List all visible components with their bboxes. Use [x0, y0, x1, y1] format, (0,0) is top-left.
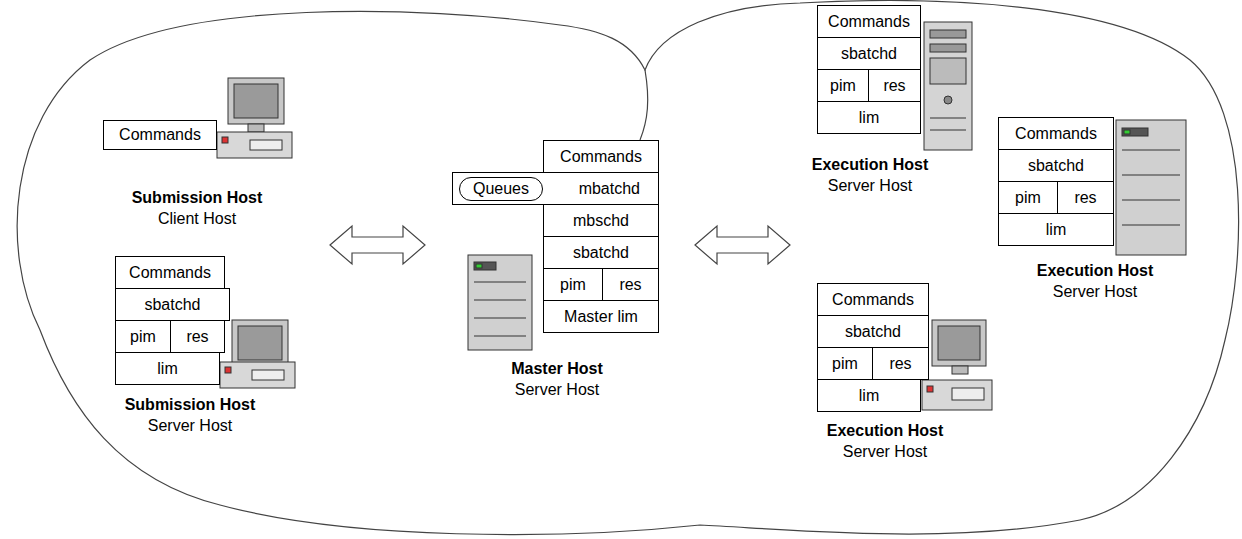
node-text: sbatchd	[845, 323, 901, 341]
host-role: Server Host	[148, 417, 232, 435]
host-name: Submission Host	[125, 396, 256, 414]
daemon-box: lim	[817, 379, 921, 412]
node-text: lim	[859, 387, 879, 405]
node-text: pim	[1015, 189, 1041, 207]
node-text: pim	[560, 276, 586, 294]
node-text: res	[889, 355, 911, 373]
host-name: Execution Host	[827, 422, 943, 440]
server-tower-icon	[1116, 120, 1186, 255]
daemon-box: pim	[998, 181, 1058, 214]
daemon-box: Commands	[103, 120, 217, 150]
node-text: res	[619, 276, 641, 294]
node-text: sbatchd	[573, 244, 629, 262]
node-text: sbatchd	[841, 45, 897, 63]
desktop-computer-icon	[220, 320, 295, 388]
daemon-box: Commands	[543, 140, 659, 173]
desktop-computer-icon	[217, 78, 292, 158]
daemon-box: sbatchd	[817, 37, 921, 70]
host-role: Server Host	[828, 177, 912, 195]
node-text: Commands	[560, 148, 642, 166]
cloud-outline	[17, 1, 1238, 535]
node-text: Commands	[119, 126, 201, 144]
node-text: sbatchd	[144, 296, 200, 314]
node-text: Master lim	[564, 308, 638, 326]
daemon-box: res	[170, 320, 225, 353]
daemon-box: sbatchd	[817, 315, 929, 348]
host-role: Client Host	[158, 210, 236, 228]
daemon-box: lim	[998, 213, 1114, 246]
node-text: mbschd	[573, 212, 629, 230]
node-text: Queues	[473, 180, 529, 198]
daemon-box: mbatchd Queues	[452, 172, 659, 205]
node-text: Commands	[828, 13, 910, 31]
host-name: Execution Host	[812, 156, 928, 174]
node-text: lim	[157, 360, 177, 378]
node-text: Commands	[832, 291, 914, 309]
daemon-box: sbatchd	[998, 149, 1114, 182]
node-text: lim	[1046, 221, 1066, 239]
node-text: mbatchd	[579, 180, 640, 198]
daemon-box: pim	[543, 268, 603, 301]
daemon-box: sbatchd	[115, 288, 230, 321]
node-text: pim	[830, 77, 856, 95]
host-role: Server Host	[843, 443, 927, 461]
node-text: lim	[859, 109, 879, 127]
server-tower-icon	[468, 255, 532, 350]
host-name: Execution Host	[1037, 262, 1153, 280]
node-text: res	[1074, 189, 1096, 207]
desktop-computer-icon	[922, 320, 992, 410]
daemon-box: lim	[115, 352, 220, 385]
node-text: Commands	[1015, 125, 1097, 143]
daemon-box: res	[602, 268, 659, 301]
daemon-box: Commands	[817, 283, 929, 316]
daemon-box: Master lim	[543, 300, 659, 333]
host-role: Server Host	[515, 381, 599, 399]
node-text: pim	[832, 355, 858, 373]
daemon-box: mbschd	[543, 204, 659, 237]
host-name: Master Host	[511, 360, 603, 378]
daemon-box: Commands	[998, 117, 1114, 150]
cloud-seam	[640, 70, 648, 140]
daemon-box: sbatchd	[543, 236, 659, 269]
node-text: sbatchd	[1028, 157, 1084, 175]
host-name: Submission Host	[132, 189, 263, 207]
daemon-box: pim	[817, 69, 869, 102]
daemon-box: pim	[115, 320, 171, 353]
daemon-box: Commands	[817, 5, 921, 38]
node-text: res	[186, 328, 208, 346]
daemon-box: pim	[817, 347, 873, 380]
daemon-box: res	[868, 69, 921, 102]
daemon-box: res	[872, 347, 929, 380]
server-tower-icon	[924, 22, 972, 150]
host-role: Server Host	[1053, 283, 1137, 301]
daemon-box: res	[1057, 181, 1114, 214]
daemon-box: Commands	[115, 256, 225, 289]
node-text: Commands	[129, 264, 211, 282]
daemon-box: lim	[817, 101, 921, 134]
queue-oval: Queues	[459, 177, 543, 201]
node-text: pim	[130, 328, 156, 346]
node-text: res	[883, 77, 905, 95]
